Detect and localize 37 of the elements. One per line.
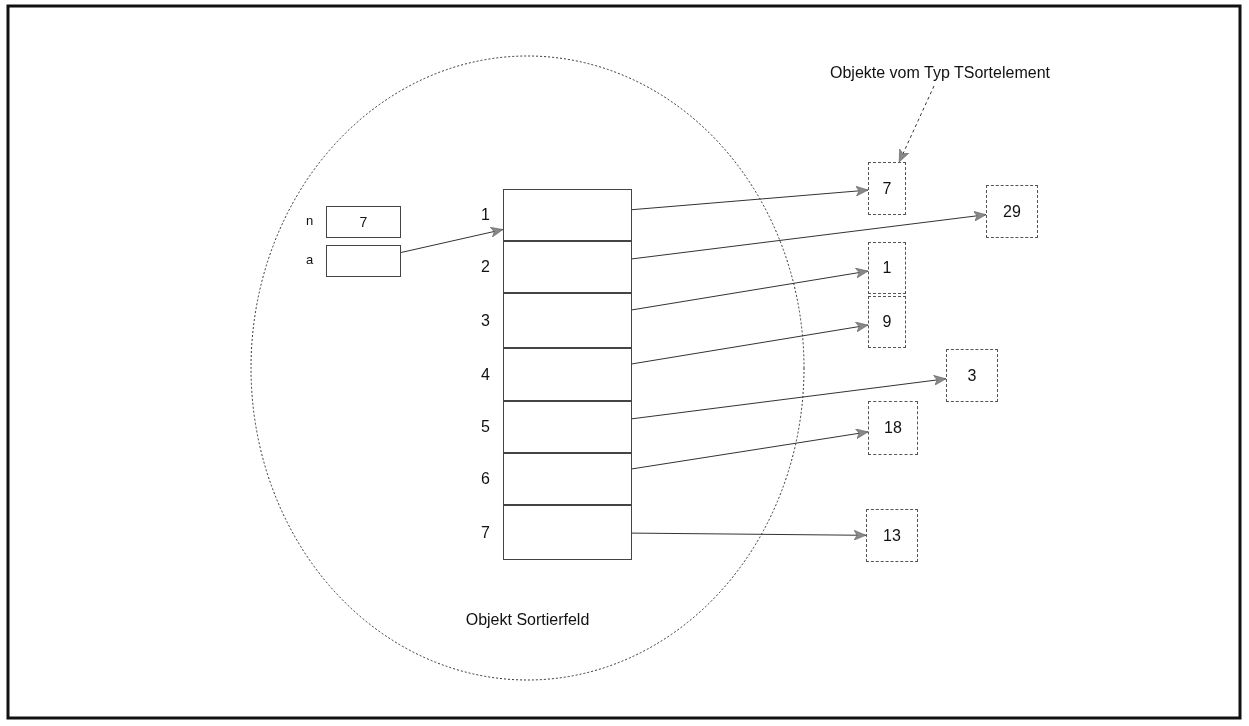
value-box: 29 bbox=[986, 185, 1038, 238]
field-label: n bbox=[306, 213, 314, 228]
annotation-text: Objekte vom Typ TSortelement bbox=[790, 60, 1090, 86]
index-number: 6 bbox=[481, 470, 490, 488]
index-number: 4 bbox=[481, 365, 490, 384]
value-box: 13 bbox=[866, 509, 918, 562]
value-box: 1 bbox=[868, 242, 906, 294]
index-number: 1 bbox=[481, 206, 490, 224]
index-number: 5 bbox=[481, 418, 490, 436]
arrow bbox=[400, 227, 504, 253]
field-box bbox=[326, 245, 401, 277]
dashed-arrow bbox=[898, 85, 935, 163]
arrow bbox=[631, 211, 987, 260]
arrow bbox=[631, 185, 869, 211]
arrow bbox=[631, 267, 869, 311]
field-box: 7 bbox=[326, 206, 401, 238]
field-label: a bbox=[306, 252, 314, 267]
array-cell bbox=[503, 241, 632, 293]
value-box: 3 bbox=[946, 349, 998, 402]
arrow bbox=[631, 321, 869, 365]
object-ellipse bbox=[250, 55, 805, 681]
array-cell bbox=[503, 348, 632, 401]
value-box: 9 bbox=[868, 296, 906, 348]
index-number: 2 bbox=[481, 258, 490, 276]
arrow bbox=[631, 428, 869, 470]
array-cell bbox=[503, 293, 632, 348]
value-box: 7 bbox=[868, 162, 906, 215]
array-cell bbox=[503, 453, 632, 505]
object-title: Objekt Sortierfeld bbox=[464, 611, 591, 629]
index-number: 3 bbox=[481, 311, 490, 330]
array-cell bbox=[503, 505, 632, 560]
arrow bbox=[631, 375, 947, 420]
array-cell bbox=[503, 401, 632, 453]
arrow bbox=[631, 529, 867, 541]
array-cell bbox=[503, 189, 632, 241]
value-box: 18 bbox=[868, 401, 918, 455]
index-number: 7 bbox=[481, 523, 490, 542]
